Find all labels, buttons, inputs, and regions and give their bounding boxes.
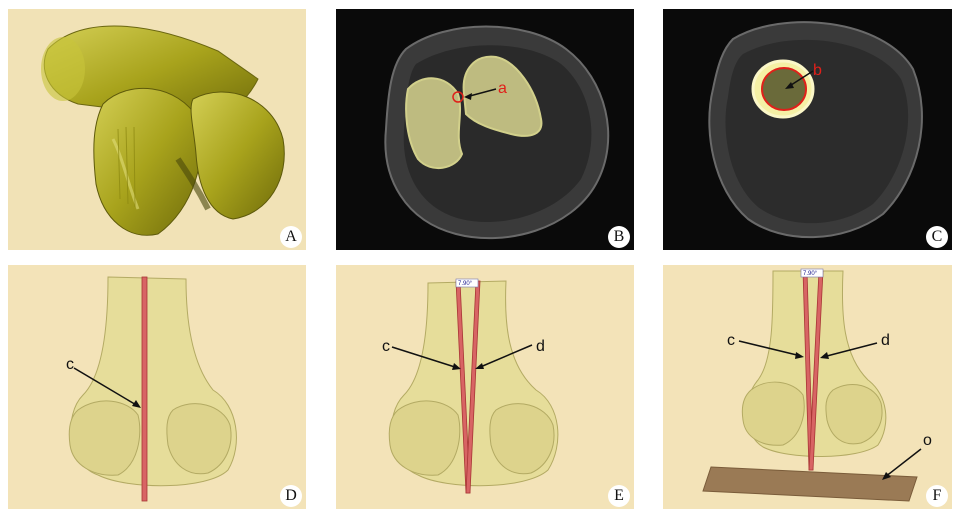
line-label-o: o: [923, 432, 932, 449]
panel-letter-b: B: [608, 226, 630, 248]
panel-a: A: [8, 9, 306, 250]
ct-slice-condyles: a: [336, 9, 634, 250]
femur-axis-c: c: [8, 265, 306, 509]
femur-3d-model: [8, 9, 306, 250]
angle-tag-e: 7.90°: [458, 281, 473, 287]
panel-letter-e: E: [608, 485, 630, 507]
line-label-c: c: [727, 332, 735, 349]
panel-letter-c: C: [926, 226, 948, 248]
panel-e: 7.90° c d E: [336, 265, 634, 509]
panel-letter-f: F: [926, 485, 948, 507]
ct-slice-shaft: b: [663, 9, 952, 250]
panel-d: c D: [8, 265, 306, 509]
angle-tag-f: 7.90°: [803, 271, 818, 277]
line-label-d: d: [881, 332, 890, 349]
marker-b: b: [813, 62, 822, 79]
panel-letter-a: A: [280, 226, 302, 248]
panel-b: a B: [336, 9, 634, 250]
line-label-c: c: [66, 356, 74, 373]
panel-letter-d: D: [280, 485, 302, 507]
femur-axes-cd: 7.90° c d: [336, 265, 634, 509]
panel-c: b C: [663, 9, 952, 250]
line-label-c: c: [382, 338, 390, 355]
marker-a: a: [498, 80, 507, 97]
panel-f: 7.90° c d o F: [663, 265, 952, 509]
femur-axes-cd-plane-o: 7.90° c d o: [663, 265, 952, 509]
line-label-d: d: [536, 338, 545, 355]
